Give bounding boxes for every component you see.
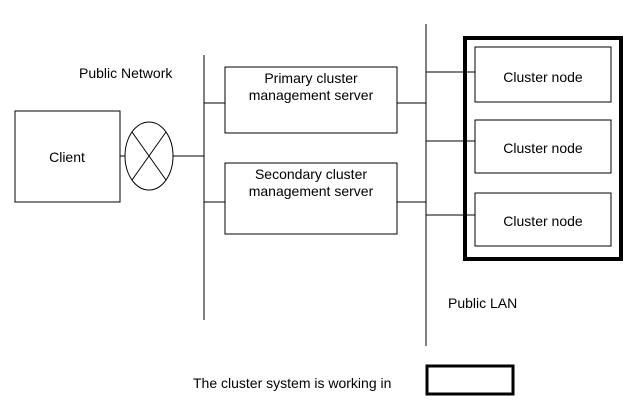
client-label: Client: [49, 149, 85, 165]
secondary-server-box: [224, 162, 398, 235]
primary-server-box: [224, 66, 398, 134]
cluster-node-box-1: [474, 46, 612, 103]
client-box: [14, 110, 121, 203]
secondary-server-label-line2: management server: [249, 183, 374, 199]
status-caption: The cluster system is working in: [193, 375, 391, 391]
public-lan-label: Public LAN: [448, 295, 517, 311]
secondary-server-label-line1: Secondary cluster: [255, 166, 367, 182]
cluster-node-label-3: Cluster node: [503, 213, 583, 229]
cluster-node-label-1: Cluster node: [503, 69, 583, 85]
status-value-box: [425, 364, 515, 396]
cluster-node-label-2: Cluster node: [503, 140, 583, 156]
cluster-node-box-2: [474, 119, 612, 174]
router-icon: [124, 121, 174, 191]
primary-server-label-line2: management server: [249, 87, 374, 103]
primary-server-label-line1: Primary cluster: [264, 70, 358, 86]
cluster-node-box-3: [474, 192, 612, 247]
public-network-label: Public Network: [79, 65, 173, 81]
cluster-frame: [463, 36, 623, 261]
